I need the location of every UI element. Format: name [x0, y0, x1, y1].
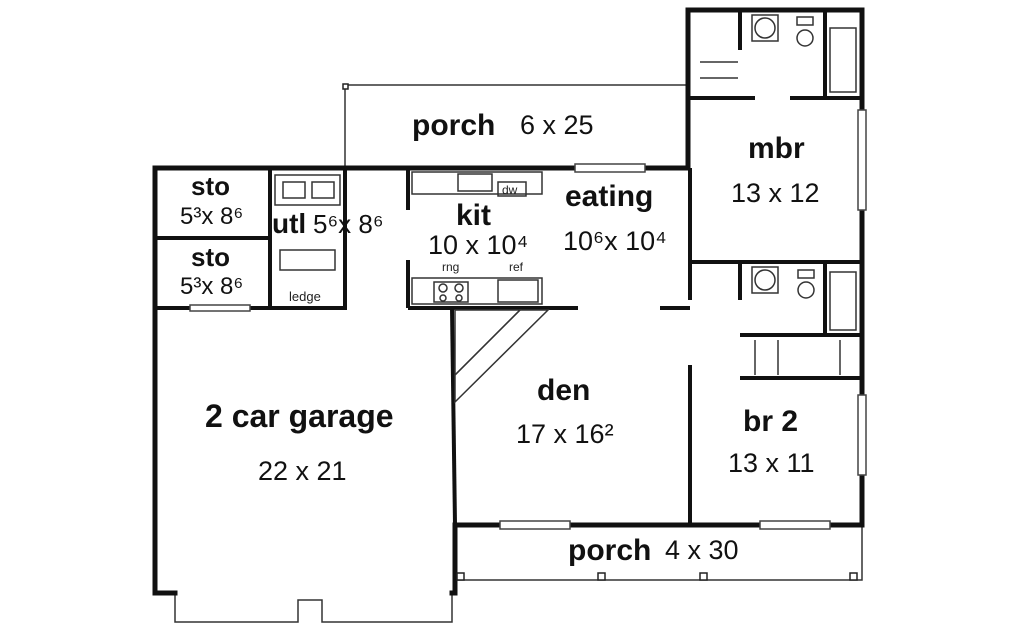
- garage-dim: 22 x 21: [258, 456, 347, 486]
- windows: [189, 109, 867, 530]
- fixtures: [274, 14, 857, 404]
- garage-name: 2 car garage: [205, 398, 394, 434]
- br2-dim: 13 x 11: [728, 448, 815, 478]
- porch-top-name: porch: [412, 109, 496, 142]
- mbr-name: mbr: [748, 132, 805, 165]
- ledge-label: ledge: [289, 289, 321, 304]
- exterior-walls: [152, 7, 865, 596]
- porch-top-dim: 6 x 25: [520, 110, 594, 140]
- utl-dim: 5⁶x 8⁶: [313, 209, 384, 239]
- sto-name-2: sto: [191, 242, 230, 272]
- porch-bottom-dim: 4 x 30: [665, 535, 739, 565]
- eating-name: eating: [565, 180, 654, 213]
- refrigerator-label: ref: [509, 260, 524, 274]
- range-label: rng: [442, 260, 460, 274]
- mbr-dim: 13 x 12: [731, 178, 820, 208]
- eating-dim: 10⁶x 10⁴: [563, 226, 667, 256]
- interior-walls: [155, 10, 862, 526]
- porch-posts: [342, 83, 858, 581]
- kit-name: kit: [456, 199, 492, 232]
- sto-name-1: sto: [191, 171, 230, 201]
- sto-dim-1: 5³x 8⁶: [180, 203, 244, 230]
- porch-bottom-name: porch: [568, 534, 652, 567]
- utl-name: utl: [272, 208, 307, 239]
- sto-dim-2: 5³x 8⁶: [180, 273, 244, 300]
- den-name: den: [537, 374, 591, 407]
- br2-name: br 2: [743, 405, 799, 438]
- den-dim: 17 x 16²: [516, 419, 614, 449]
- dishwasher-label: dw: [502, 183, 518, 197]
- kit-dim: 10 x 10⁴: [428, 230, 529, 260]
